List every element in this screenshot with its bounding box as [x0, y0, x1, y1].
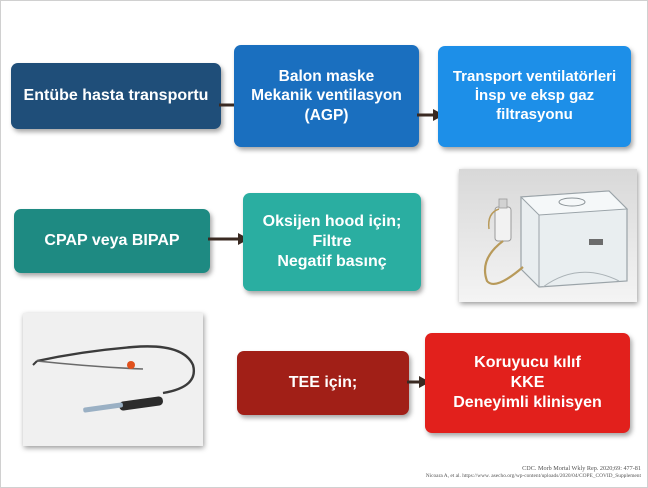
protective-measures-label: Koruyucu kılıf KKE Deneyimli klinisyen	[453, 354, 602, 411]
intubated-transport-box: Entübe hasta transportu	[11, 63, 221, 129]
citation-line-1: CDC. Morb Mortal Wkly Rep. 2020;69: 477-…	[522, 465, 641, 472]
oxygen-hood-illustration	[459, 169, 637, 302]
intubated-transport-label: Entübe hasta transportu	[23, 87, 209, 104]
transport-ventilator-label: Transport ventilatörleri İnsp ve eksp ga…	[452, 68, 617, 123]
protective-measures-box: Koruyucu kılıf KKE Deneyimli klinisyen	[425, 333, 630, 433]
oxygen-hood-box: Oksijen hood için; Filtre Negatif basınç	[243, 193, 421, 291]
transport-ventilator-box: Transport ventilatörleri İnsp ve eksp ga…	[438, 46, 631, 147]
arrow-4	[407, 376, 430, 388]
tee-label: TEE için;	[288, 374, 358, 391]
tee-box: TEE için;	[237, 351, 409, 415]
balloon-mask-label: Balon maske Mekanik ventilasyon (AGP)	[251, 67, 402, 124]
oxygen-hood-photo	[459, 169, 637, 302]
oxygen-hood-label: Oksijen hood için; Filtre Negatif basınç	[262, 213, 402, 270]
citation-line-2: Nicoara A, et al. https://www. asecho.or…	[425, 473, 641, 479]
balloon-mask-box: Balon maske Mekanik ventilasyon (AGP)	[234, 45, 419, 147]
tee-probe-photo	[23, 313, 203, 446]
cpap-bipap-box: CPAP veya BIPAP	[14, 209, 210, 273]
cpap-bipap-label: CPAP veya BIPAP	[44, 232, 180, 249]
tee-probe-illustration	[23, 313, 203, 446]
